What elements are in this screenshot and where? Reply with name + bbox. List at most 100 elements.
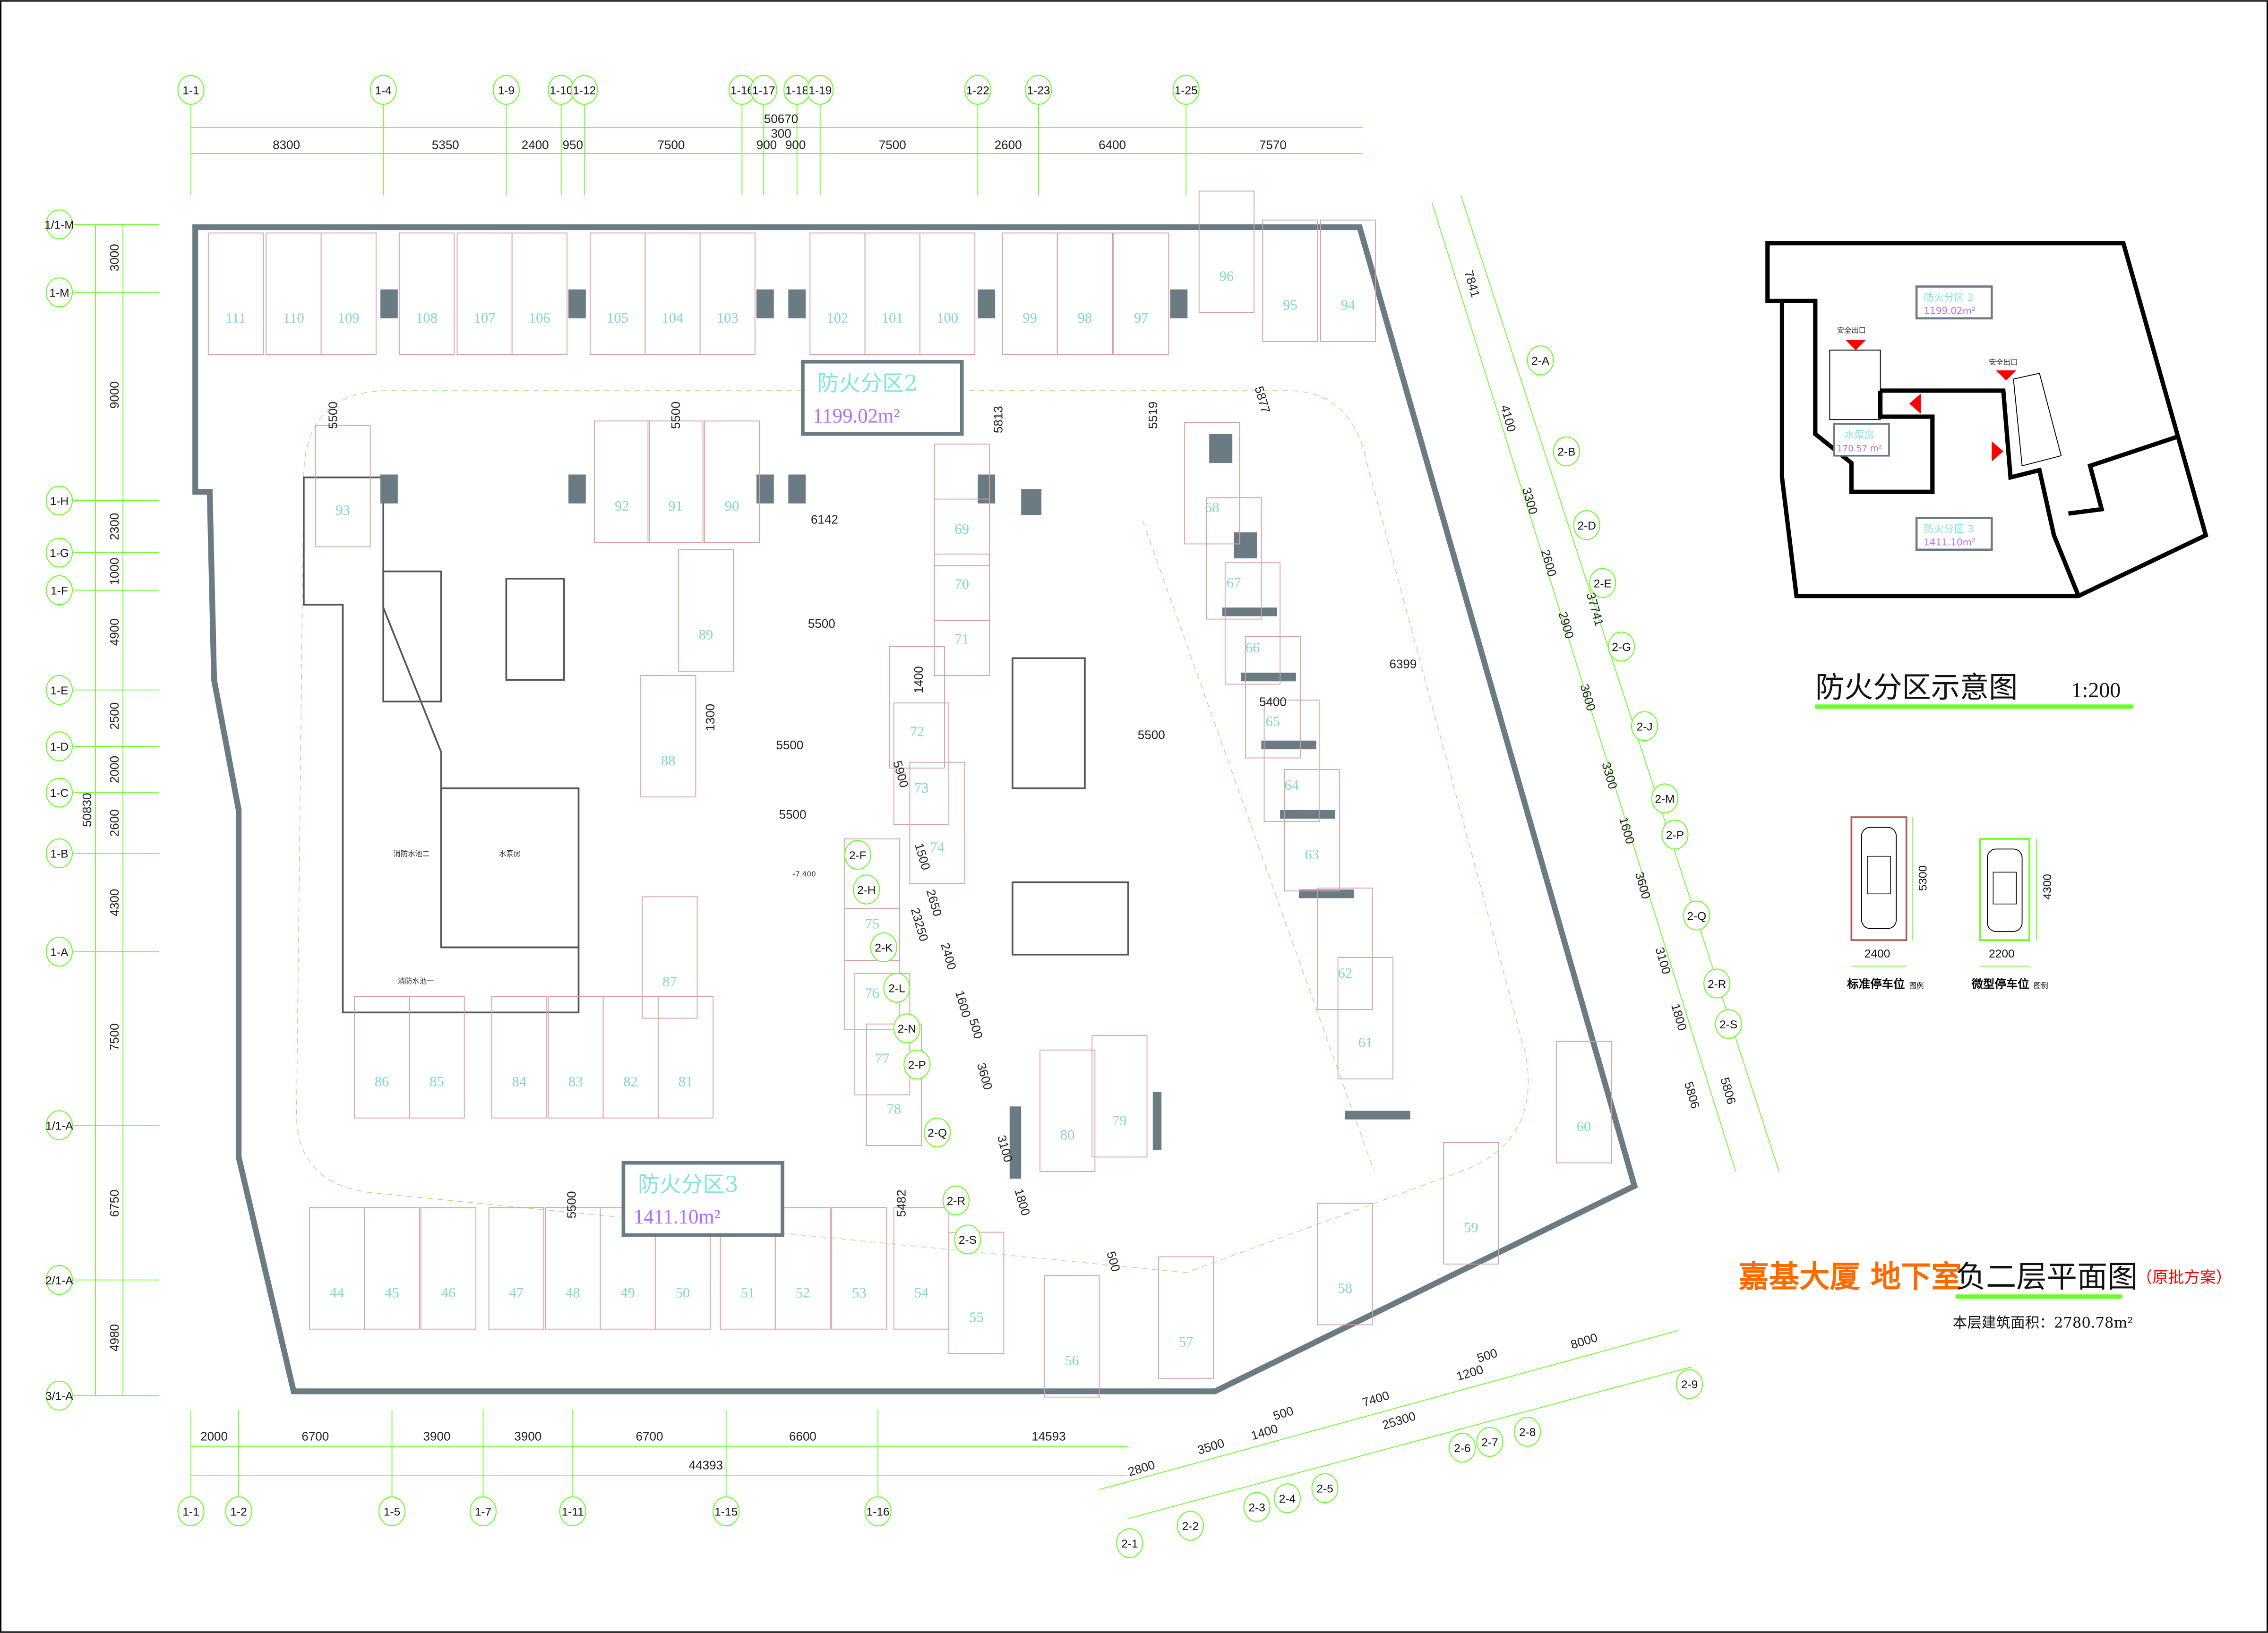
fire-zone-inset: 安全出口 安全出口 防火分区 2 1199.02m² 防火分区 3 1411.1… xyxy=(1765,241,2208,709)
stall-number: 76 xyxy=(865,985,880,1001)
axis-label: 2-K xyxy=(875,942,893,955)
grid-axis-bubble: 3/1-A xyxy=(45,1380,73,1411)
axis-label: 2-E xyxy=(1594,577,1612,590)
grid-axis-bubble: 1-17 xyxy=(750,75,777,105)
axis-label: 2-P xyxy=(1666,829,1684,842)
dimension-text: 5350 xyxy=(432,138,459,152)
dimension-text: 4300 xyxy=(107,889,121,916)
inset-title: 防火分区示意图 xyxy=(1815,671,2018,704)
grid-axis-bubble: 1-2 xyxy=(225,1496,252,1527)
axis-circle xyxy=(45,538,73,568)
axis-circle xyxy=(1631,711,1658,741)
parking-stall: 73 xyxy=(893,702,950,825)
axis-circle xyxy=(1675,1369,1703,1399)
stall-number: 78 xyxy=(887,1101,902,1117)
dimension-text: 5400 xyxy=(1259,694,1287,709)
parking-stall: 108 xyxy=(398,232,455,355)
parking-stall: 82 xyxy=(602,996,659,1119)
stall-outline xyxy=(1284,769,1340,892)
axis-circle xyxy=(853,874,880,905)
axis-circle xyxy=(893,1013,921,1043)
grid-axis-bubble: 1-7 xyxy=(469,1496,497,1527)
grid-axis-bubble: 2-R xyxy=(942,1185,970,1215)
grid-axis-bubble: 2-2 xyxy=(1177,1511,1204,1541)
dimension-text: 6600 xyxy=(789,1429,816,1443)
grid-axis-bubble: 2-P xyxy=(1661,820,1689,850)
inset-scale: 1:200 xyxy=(2071,678,2121,702)
stall-outline xyxy=(594,420,650,543)
axis-circle xyxy=(45,1110,73,1140)
stall-outline xyxy=(1337,957,1393,1080)
stall-number: 44 xyxy=(330,1284,344,1300)
stall-number: 62 xyxy=(1338,965,1353,981)
axis-label: 2-H xyxy=(857,884,876,897)
parking-stall: 98 xyxy=(1057,232,1113,355)
axis-label: 1-M xyxy=(49,287,69,299)
stall-number: 89 xyxy=(699,627,713,643)
stall-number: 82 xyxy=(623,1073,638,1089)
parking-stall: 87 xyxy=(642,896,698,1019)
axis-label: 2-3 xyxy=(1249,1501,1265,1514)
stall-number: 52 xyxy=(796,1284,810,1300)
dimension-text: 950 xyxy=(563,138,583,152)
dimension-text: 2000 xyxy=(200,1429,228,1443)
grid-axis-bubble: 2-G xyxy=(1608,632,1635,662)
grid-axis-bubble: 2-Q xyxy=(924,1117,951,1148)
stall-outline xyxy=(398,232,455,355)
axis-label: 1-23 xyxy=(1027,84,1050,97)
axis-label: 1-2 xyxy=(230,1506,247,1519)
axis-circle xyxy=(45,1265,73,1295)
axis-label: 1/1-A xyxy=(45,1120,73,1132)
stall-outline xyxy=(545,1207,601,1330)
stall-number: 72 xyxy=(910,724,925,740)
grid-axis-bubble: 2-M xyxy=(1651,783,1679,813)
grid-axis-bubble: 1-23 xyxy=(1025,75,1052,105)
axis-circle xyxy=(1683,900,1710,931)
axis-label: 2/1-A xyxy=(45,1274,73,1287)
axis-label: 1-15 xyxy=(714,1506,738,1519)
grid-axis-bubble: 2-F xyxy=(844,839,871,870)
parking-stall: 64 xyxy=(1263,700,1320,822)
axis-label: 1-16 xyxy=(730,84,754,97)
stall-number: 87 xyxy=(662,974,677,990)
stall-outline xyxy=(1320,219,1376,342)
stall-outline xyxy=(934,553,990,676)
dimension-text: 5813 xyxy=(991,406,1005,433)
stall-number: 65 xyxy=(1266,713,1280,729)
dimension-text: 2300 xyxy=(107,513,121,540)
grid-axis-bubble: 1-12 xyxy=(571,75,598,105)
grid-axis-bubble: 1-18 xyxy=(783,75,811,105)
stall-number: 104 xyxy=(662,310,684,326)
axis-circle xyxy=(1608,632,1635,662)
grid-axis-bubble: 1-10 xyxy=(548,75,575,105)
grid-axis-bubble: 2-7 xyxy=(1476,1427,1503,1457)
stall-outline xyxy=(893,1207,950,1330)
grid-axis-bubble: 2-R xyxy=(1703,968,1731,999)
legend-micro-width: 2200 xyxy=(1989,948,2014,960)
axis-label: 2-8 xyxy=(1519,1426,1536,1439)
axis-label: 2-G xyxy=(1612,641,1631,654)
fire-zone-3-area: 1411.10m² xyxy=(634,1206,721,1228)
stall-outline xyxy=(1317,888,1374,1010)
car-icon xyxy=(1861,827,1897,929)
parking-stall: 76 xyxy=(844,907,900,1030)
parking-stall: 85 xyxy=(409,996,465,1119)
stall-number: 79 xyxy=(1112,1112,1127,1129)
axis-circle xyxy=(1703,968,1731,999)
grid-axis-bubble: 1-C xyxy=(45,778,73,808)
fire-zone-3-name: 防火分区3 xyxy=(638,1171,739,1197)
grid-axis-bubble: 1-5 xyxy=(378,1496,406,1527)
parking-stall: 65 xyxy=(1245,636,1301,759)
grid-axis-bubble: 2-5 xyxy=(1311,1473,1339,1504)
grid-axis-bubble: 2-S xyxy=(1715,1009,1742,1039)
parking-stall: 103 xyxy=(699,232,756,355)
building-outline xyxy=(192,224,1638,1394)
stall-number: 61 xyxy=(1358,1035,1373,1051)
legend-std-length: 5300 xyxy=(1917,865,1930,891)
dimension-text: 300 xyxy=(771,126,791,140)
driveway-lines xyxy=(296,390,1529,1274)
axis-circle xyxy=(45,277,73,308)
legend-micro-suffix: 图例 xyxy=(2034,981,2048,990)
axis-circle xyxy=(844,839,871,870)
